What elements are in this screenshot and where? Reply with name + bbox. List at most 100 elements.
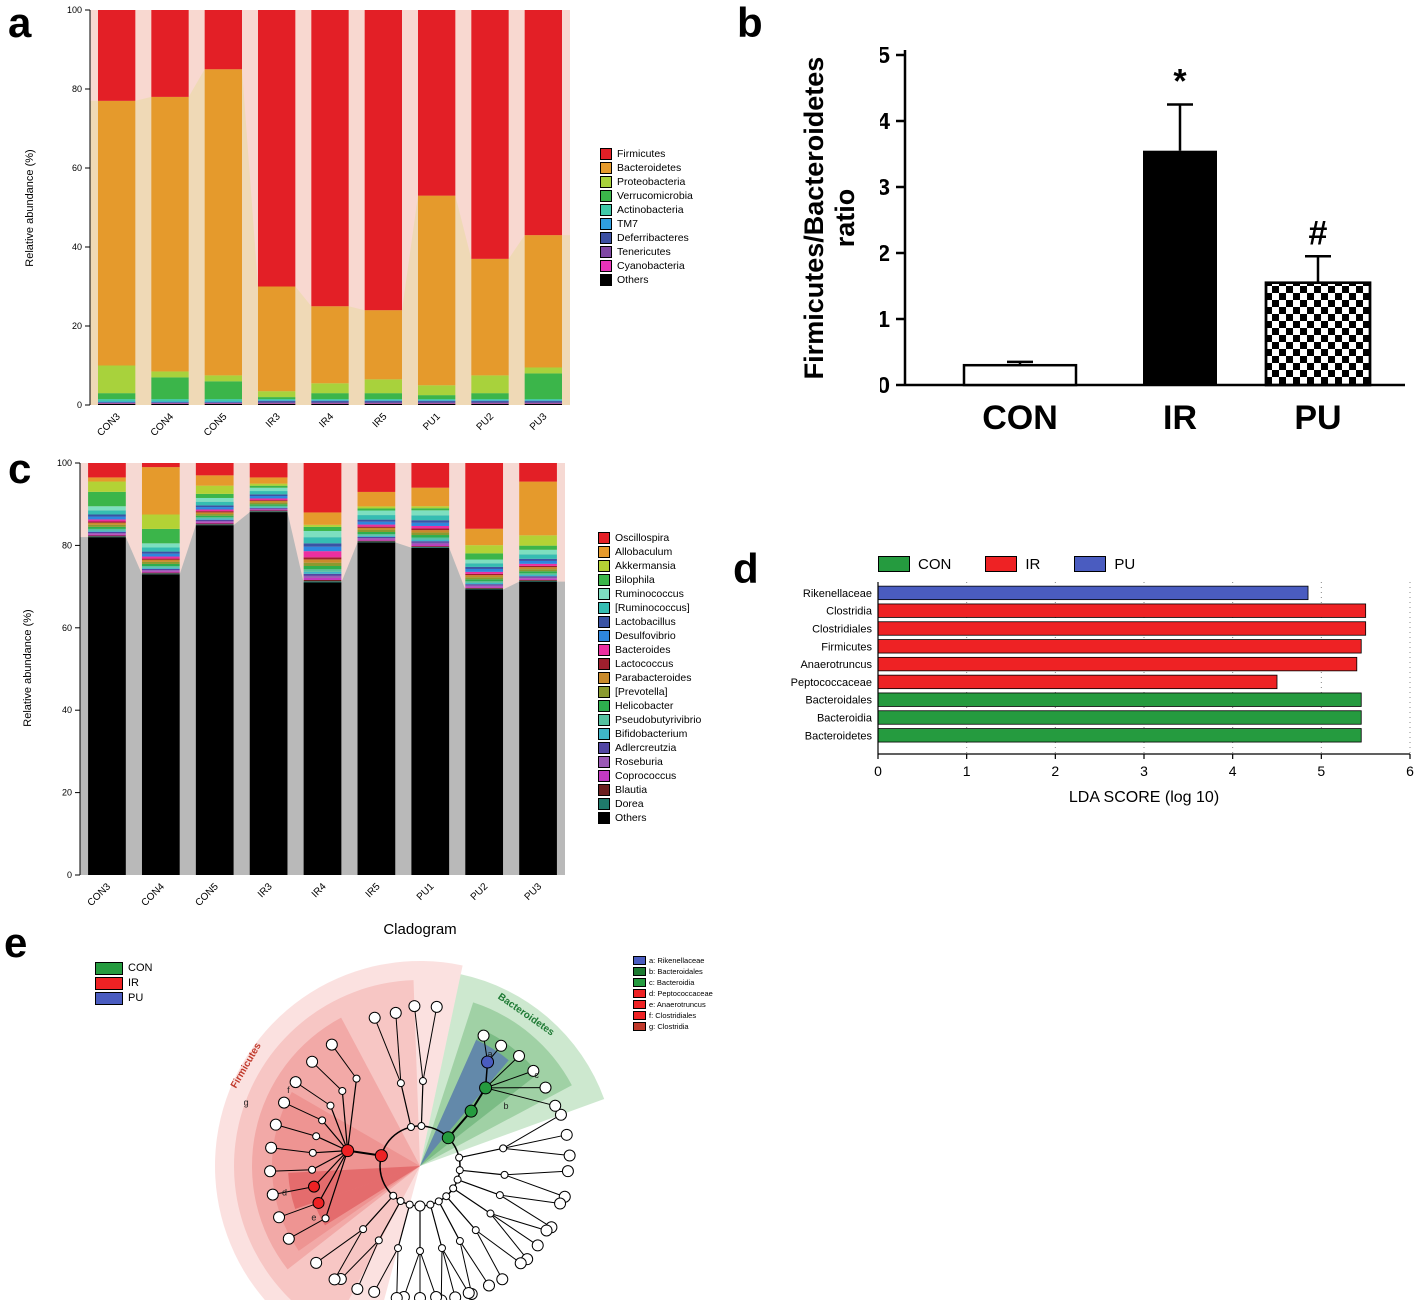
bar-segment — [303, 580, 342, 582]
bar-segment — [204, 401, 242, 403]
significance-mark: # — [1309, 214, 1328, 252]
legend-swatch — [598, 644, 610, 656]
branch — [356, 1240, 380, 1290]
bar-segment — [471, 403, 509, 405]
bar-segment — [258, 402, 296, 404]
branch — [321, 1119, 349, 1152]
bar-segment — [471, 401, 509, 403]
bar-segment — [364, 10, 402, 311]
x-tick-label: 4 — [1229, 763, 1237, 779]
branch — [475, 1229, 522, 1264]
branch — [490, 1213, 547, 1231]
tree-node — [368, 1285, 381, 1298]
tree-node — [495, 1039, 508, 1052]
bar-segment — [357, 538, 396, 540]
legend-swatch — [633, 1022, 646, 1031]
bar-segment — [465, 528, 504, 546]
y-tick-label: 100 — [57, 458, 72, 468]
bar-segment — [249, 505, 288, 508]
bar-segment — [141, 573, 180, 575]
branch — [445, 1195, 477, 1231]
x-tick-label: CON3 — [95, 411, 123, 439]
tree-node — [405, 1200, 414, 1209]
bar-segment — [411, 539, 450, 542]
branch — [459, 1147, 504, 1159]
tree-node — [308, 1148, 317, 1157]
bar-segment — [471, 258, 509, 376]
tree-node — [477, 1029, 490, 1042]
branch — [502, 1114, 562, 1149]
bar-segment — [88, 477, 126, 482]
tree-node — [554, 1108, 567, 1121]
branch — [334, 1228, 364, 1280]
x-tick-label: PU2 — [475, 411, 497, 433]
bar-segment — [411, 508, 450, 511]
tree-node — [308, 1165, 317, 1174]
bar-segment — [357, 529, 396, 533]
bar-segment — [519, 549, 557, 555]
tree-node — [462, 1286, 475, 1299]
bar-segment — [418, 10, 456, 196]
legend-swatch — [633, 1000, 646, 1009]
branch — [459, 1169, 505, 1176]
bar-segment — [519, 576, 557, 578]
branch — [283, 1102, 323, 1121]
bar-segment — [411, 546, 450, 548]
x-tick-label: IR4 — [310, 881, 329, 900]
bar-segment — [357, 515, 396, 520]
tree-node — [455, 1153, 464, 1162]
branch — [331, 1044, 357, 1079]
bar-segment — [88, 534, 126, 536]
y-tick-label: 80 — [62, 540, 72, 550]
branch — [340, 1239, 380, 1280]
legend-label: TM7 — [617, 217, 638, 230]
legend-item: PU — [95, 992, 152, 1005]
bar-segment — [249, 487, 288, 492]
tree-node — [437, 1244, 446, 1253]
taxon-letter: b — [504, 1101, 509, 1111]
bar-segment — [249, 504, 288, 506]
legend-item: [Prevotella] — [598, 686, 701, 698]
branch — [270, 1169, 313, 1172]
panel-e-letter: e — [4, 919, 28, 966]
bar-segment — [195, 463, 234, 476]
legend-item: Deferribacteres — [600, 232, 693, 244]
tree-node — [273, 1211, 286, 1224]
x-tick-label: CON5 — [202, 411, 230, 439]
branch — [403, 1250, 421, 1298]
bar-segment — [141, 528, 180, 544]
legend-swatch — [598, 784, 610, 796]
bar-segment — [141, 543, 180, 548]
bar-segment — [465, 573, 504, 576]
x-tick-label: PU2 — [469, 881, 491, 903]
bar-segment — [303, 569, 342, 572]
category-label: Bacteroidetes — [805, 730, 873, 742]
bar-segment — [249, 463, 288, 478]
legend-swatch — [598, 798, 610, 810]
legend-swatch — [985, 556, 1018, 572]
bar-segment — [258, 399, 296, 401]
bar-segment — [151, 10, 189, 97]
bar-segment — [249, 495, 288, 499]
bar-segment — [141, 558, 180, 560]
legend-swatch — [95, 977, 123, 990]
tree-node — [306, 1055, 319, 1068]
legend-label: PU — [1114, 555, 1136, 573]
bar-segment — [141, 574, 180, 875]
bar-segment — [303, 512, 342, 525]
branch — [452, 1187, 491, 1215]
tree-node — [414, 1200, 426, 1212]
bar-segment — [98, 402, 136, 404]
branch — [341, 1090, 349, 1151]
x-tick-label: IR — [1163, 399, 1197, 437]
legend-label: PU — [128, 992, 144, 1004]
tree-node — [464, 1104, 478, 1118]
bar-segment — [411, 520, 450, 523]
legend-item: Bacteroides — [598, 644, 701, 656]
bar-segment — [195, 515, 234, 518]
legend-item: TM7 — [600, 218, 693, 230]
branch — [504, 1174, 565, 1198]
